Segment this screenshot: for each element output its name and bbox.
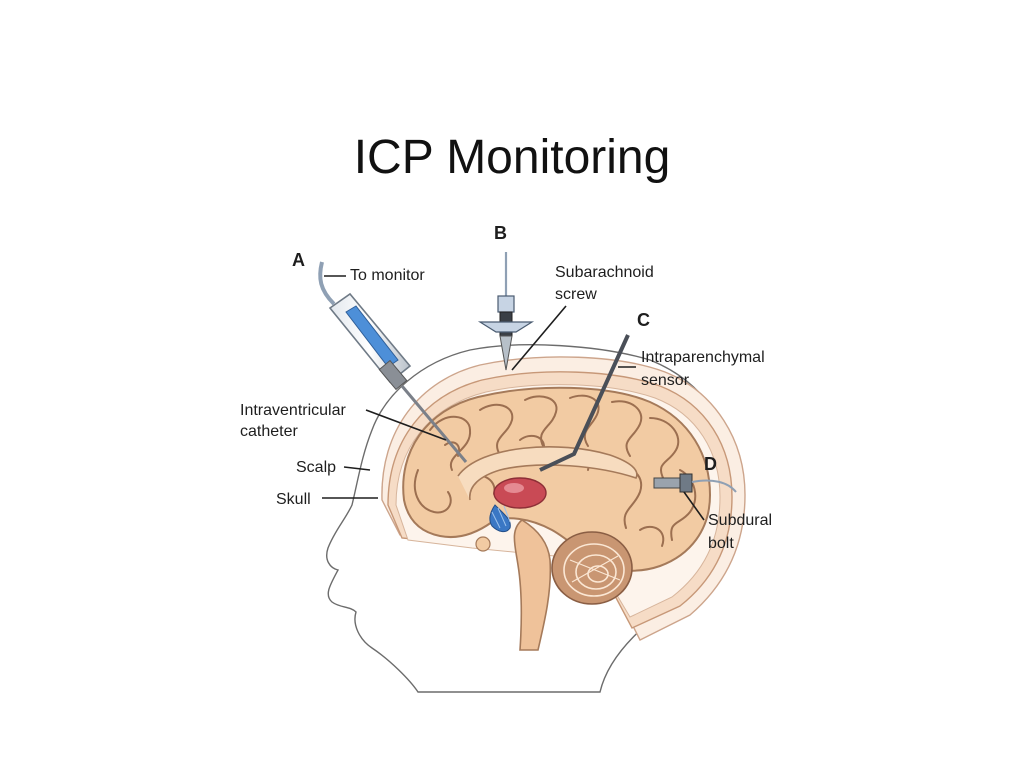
label-intraventricular-line1: Intraventricular bbox=[240, 402, 346, 419]
device-b-subarachnoid-screw bbox=[477, 252, 535, 371]
label-scalp: Scalp bbox=[296, 459, 336, 476]
ventricle-highlight bbox=[504, 483, 524, 493]
bolt-cable bbox=[691, 479, 737, 493]
screw-tip bbox=[499, 335, 513, 371]
leader-subarachnoid bbox=[511, 305, 567, 371]
corpus-callosum bbox=[457, 446, 638, 501]
label-skull: Skull bbox=[276, 491, 311, 508]
slide-title: ICP Monitoring bbox=[353, 131, 671, 184]
label-intraparenchymal-line2: sensor bbox=[641, 372, 690, 389]
label-subdural-line2: bolt bbox=[708, 535, 734, 552]
catheter-line bbox=[400, 385, 468, 463]
pituitary bbox=[475, 536, 491, 552]
screw-cap bbox=[497, 295, 515, 313]
leader-intraventricular bbox=[365, 409, 447, 441]
lateral-ventricle bbox=[493, 477, 547, 509]
label-letter-c: C bbox=[637, 310, 650, 330]
transducer-fluid bbox=[345, 305, 399, 368]
monitor-cable bbox=[318, 261, 336, 306]
label-subdural-line1: Subdural bbox=[708, 512, 772, 529]
bolt-body bbox=[653, 477, 683, 489]
leader-subdural bbox=[683, 491, 705, 521]
label-letter-d: D bbox=[704, 454, 717, 474]
label-to-monitor: To monitor bbox=[350, 267, 425, 284]
csf-strands bbox=[491, 505, 511, 529]
device-d-subdural-bolt bbox=[653, 473, 737, 493]
device-c-intraparenchymal bbox=[539, 334, 630, 472]
screw-wings bbox=[477, 321, 535, 333]
transducer-connector bbox=[378, 359, 408, 391]
label-subarachnoid-line2: screw bbox=[555, 286, 597, 303]
leader-scalp bbox=[343, 466, 371, 471]
label-subarachnoid-line1: Subarachnoid bbox=[555, 264, 654, 281]
label-intraparenchymal-line1: Intraparenchymal bbox=[641, 349, 765, 366]
brainstem bbox=[513, 519, 552, 651]
label-letter-a: A bbox=[292, 250, 305, 270]
label-letter-b: B bbox=[494, 223, 507, 243]
bolt-head bbox=[679, 473, 693, 493]
device-a-intraventricular bbox=[318, 261, 468, 463]
label-intraventricular-line2: catheter bbox=[240, 423, 298, 440]
cerebellum-folia bbox=[563, 543, 625, 597]
